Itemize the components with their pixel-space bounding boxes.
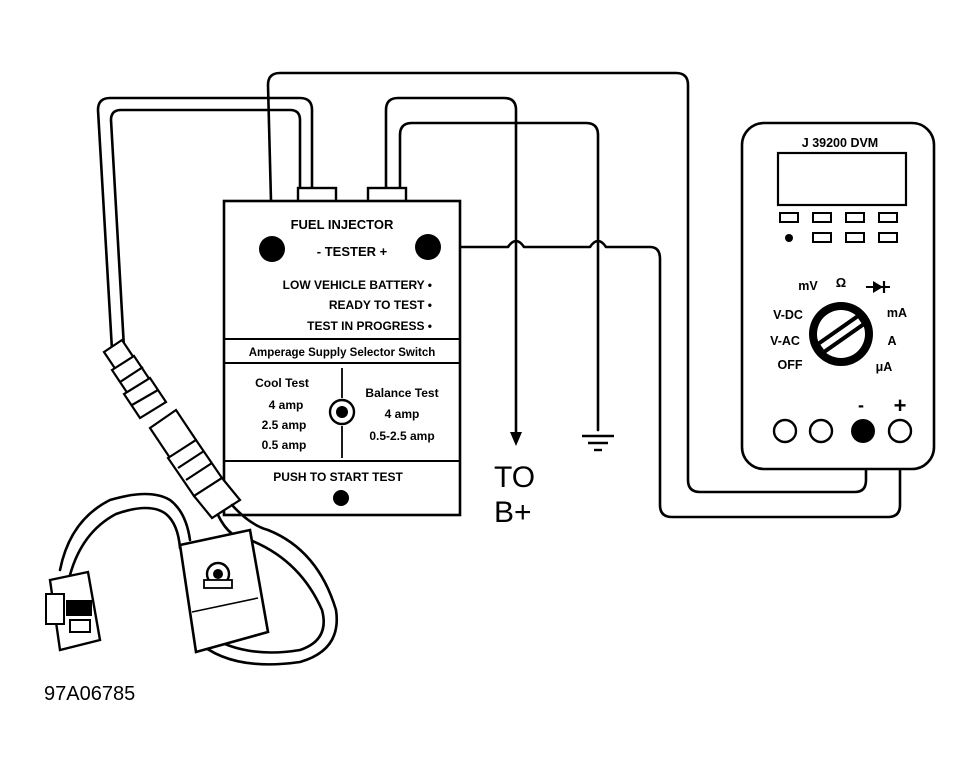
dvm-key[interactable] — [878, 232, 898, 243]
cool-test-option: 0.5 amp — [262, 438, 307, 452]
tester-terminals-label: - TESTER + — [317, 244, 388, 259]
dvm-negative-jack[interactable] — [851, 419, 875, 443]
selector-knob — [336, 406, 348, 418]
negative-terminal[interactable] — [259, 236, 285, 262]
dvm-key[interactable] — [845, 212, 865, 223]
dial-label-off: OFF — [778, 358, 803, 372]
wire-negative-tester-to-dvm — [266, 71, 868, 494]
selector-heading: Amperage Supply Selector Switch — [249, 347, 436, 359]
indicator-low-battery: LOW VEHICLE BATTERY • — [283, 278, 432, 292]
wire-battery-b-plus — [384, 96, 600, 442]
wire-positive-tester-to-dvm — [426, 239, 902, 519]
dvm-minus-label: - — [858, 395, 864, 415]
tester-title: FUEL INJECTOR — [291, 217, 394, 232]
balance-test-title: Balance Test — [365, 386, 438, 400]
dial-label-ma: mA — [887, 306, 907, 320]
dvm-jack[interactable] — [772, 418, 798, 444]
b-plus-arrow-icon — [510, 432, 522, 446]
cool-test-option: 4 amp — [269, 398, 304, 412]
start-test-button[interactable] — [333, 490, 349, 506]
diode-icon — [866, 281, 890, 293]
dvm-body — [740, 121, 936, 471]
figure-id: 97A06785 — [44, 683, 135, 705]
cool-test-title: Cool Test — [255, 376, 309, 390]
dvm-plus-label: + — [894, 393, 907, 418]
indicator-in-progress: TEST IN PROGRESS • — [307, 319, 432, 333]
dial-label-ua: μA — [876, 360, 893, 374]
ground-icon — [582, 434, 614, 452]
harness-inline-connector — [102, 338, 242, 520]
fuel-injector-tester: FUEL INJECTOR - TESTER + LOW VEHICLE BAT… — [222, 186, 462, 517]
balance-test-option: 4 amp — [385, 407, 420, 421]
dvm-keypad — [779, 212, 898, 243]
push-to-start-label: PUSH TO START TEST — [273, 470, 403, 484]
cool-test-option: 2.5 amp — [262, 418, 307, 432]
dvm-key[interactable] — [812, 212, 832, 223]
positive-terminal[interactable] — [415, 234, 441, 260]
dvm-positive-jack[interactable] — [887, 418, 913, 444]
dial-label-vdc: V-DC — [773, 308, 803, 322]
dial-label-a: A — [887, 334, 896, 348]
dvm-rotary-dial[interactable] — [809, 302, 873, 366]
dial-label-vac: V-AC — [770, 334, 800, 348]
dial-label-mv: mV — [798, 279, 818, 293]
digital-voltmeter: J 39200 DVM mV Ω V-DC V-AC OFF mA A μA — [740, 121, 936, 471]
dvm-jack[interactable] — [808, 418, 834, 444]
dvm-display — [776, 151, 908, 207]
injector-harness-adapter — [178, 528, 270, 654]
dvm-model-label: J 39200 DVM — [802, 136, 878, 150]
injector-connector-plug — [45, 492, 192, 652]
battery-label-bplus: B+ — [494, 496, 532, 529]
dvm-key[interactable] — [878, 212, 898, 223]
battery-label-to: TO — [494, 461, 535, 494]
balance-test-option: 0.5-2.5 amp — [369, 429, 434, 443]
dvm-key[interactable] — [812, 232, 832, 243]
indicator-ready: READY TO TEST • — [329, 298, 432, 312]
dvm-indicator-dot — [785, 234, 793, 242]
wire-harness-outer-loop — [96, 96, 314, 352]
dial-label-ohm: Ω — [836, 275, 846, 290]
dvm-key[interactable] — [845, 232, 865, 243]
dvm-key[interactable] — [779, 212, 799, 223]
